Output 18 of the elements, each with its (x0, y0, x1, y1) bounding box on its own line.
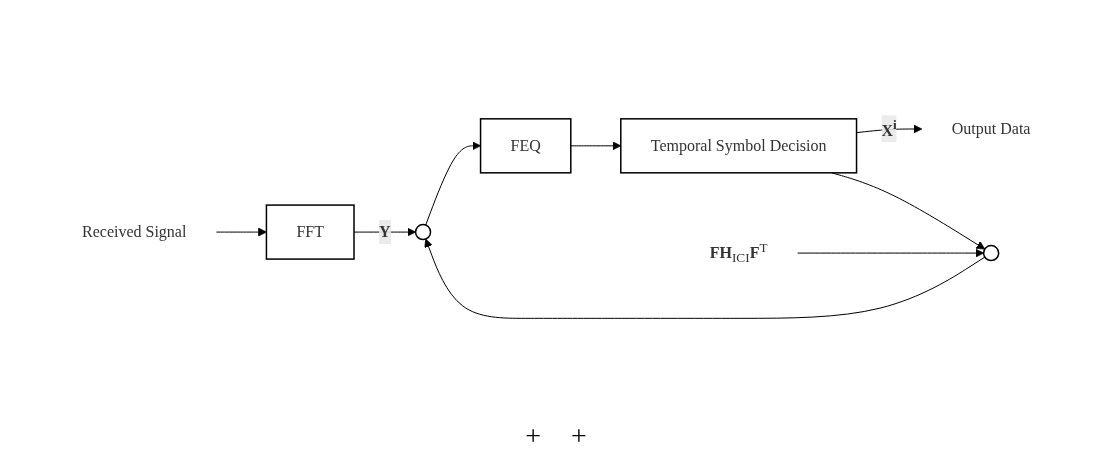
plus-sign: + (571, 420, 587, 452)
arrow (424, 141, 481, 226)
node-circle (414, 223, 432, 241)
edge-label: Y (378, 222, 391, 240)
node-box: Temporal Symbol Decision (619, 117, 858, 174)
plus-sign: + (525, 420, 541, 452)
node-box: FFT (265, 204, 355, 260)
arrow (796, 248, 984, 258)
node-circle (982, 244, 1000, 262)
arrow (353, 227, 416, 237)
arrow (570, 141, 621, 151)
node-text: Received Signal (81, 222, 187, 240)
edge-label: X$^{i}$ (881, 117, 897, 139)
node-box: FEQ (479, 117, 572, 174)
node-text: Output Data (951, 119, 1031, 137)
arrow (215, 227, 267, 237)
node-text: FH$_{ICI}$F$^{T}$ (709, 239, 768, 266)
arrow (424, 238, 986, 319)
